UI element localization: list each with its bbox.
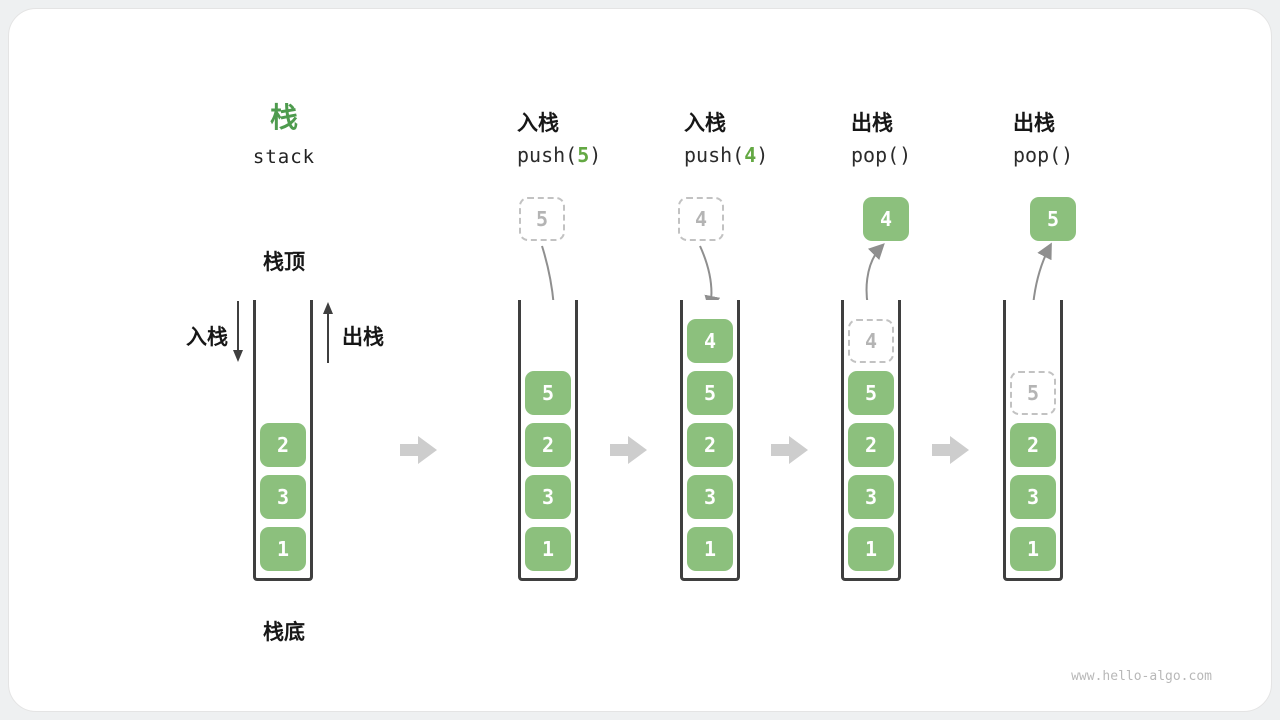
stack-cell: 1 bbox=[525, 527, 571, 571]
push-legend-label: 入栈 bbox=[186, 326, 228, 349]
stack-cell: 1 bbox=[260, 527, 306, 571]
stack-cell: 5 bbox=[848, 371, 894, 415]
code-num: 4 bbox=[744, 143, 757, 167]
stack-cell: 2 bbox=[687, 423, 733, 467]
stack-cell: 2 bbox=[260, 423, 306, 467]
pop-direction-arrow-icon bbox=[323, 302, 333, 363]
code-pre: push( bbox=[684, 143, 745, 167]
transition-arrow-icon bbox=[771, 436, 808, 464]
stack-cell: 1 bbox=[1010, 527, 1056, 571]
op-code-pop5: pop() bbox=[1013, 143, 1073, 167]
op-code-push5: push(5) bbox=[517, 143, 601, 167]
popped-value-cell: 5 bbox=[1030, 197, 1076, 241]
stack-cell: 5 bbox=[525, 371, 571, 415]
stack-top-label: 栈顶 bbox=[263, 251, 305, 274]
diagram-title-zh: 栈 bbox=[269, 102, 298, 133]
code-post: ) bbox=[756, 143, 769, 167]
stack-container-push5: 5 2 3 1 bbox=[518, 300, 578, 581]
op-code-pop4: pop() bbox=[851, 143, 911, 167]
stack-cell: 1 bbox=[848, 527, 894, 571]
op-label-push4: 入栈 bbox=[684, 112, 726, 135]
stack-container-pop5: 5 2 3 1 bbox=[1003, 300, 1063, 581]
stack-cell: 4 bbox=[687, 319, 733, 363]
stack-container-pop4: 4 5 2 3 1 bbox=[841, 300, 901, 581]
stack-cell: 3 bbox=[1010, 475, 1056, 519]
code-post: ) bbox=[1061, 143, 1074, 167]
code-pre: pop( bbox=[1013, 143, 1062, 167]
stack-container-push4: 4 5 2 3 1 bbox=[680, 300, 740, 581]
code-pre: pop( bbox=[851, 143, 900, 167]
stack-cell: 2 bbox=[1010, 423, 1056, 467]
incoming-value-cell: 4 bbox=[678, 197, 724, 241]
transition-arrow-icon bbox=[400, 436, 437, 464]
stack-cell: 2 bbox=[525, 423, 571, 467]
stack-cell: 3 bbox=[525, 475, 571, 519]
code-post: ) bbox=[899, 143, 912, 167]
stack-cell-ghost: 4 bbox=[848, 319, 894, 363]
stack-cell: 3 bbox=[687, 475, 733, 519]
stack-cell-ghost: 5 bbox=[1010, 371, 1056, 415]
op-code-push4: push(4) bbox=[684, 143, 768, 167]
transition-arrow-icon bbox=[932, 436, 969, 464]
stack-cell: 5 bbox=[687, 371, 733, 415]
op-label-pop5: 出栈 bbox=[1013, 112, 1055, 135]
stack-bottom-label: 栈底 bbox=[263, 621, 305, 644]
watermark: www.hello-algo.com bbox=[1071, 669, 1212, 684]
push-direction-arrow-icon bbox=[233, 301, 243, 362]
code-num: 5 bbox=[577, 143, 590, 167]
incoming-value-cell: 5 bbox=[519, 197, 565, 241]
stack-cell: 1 bbox=[687, 527, 733, 571]
op-label-pop4: 出栈 bbox=[851, 112, 893, 135]
pop-legend-label: 出栈 bbox=[342, 326, 384, 349]
diagram-card bbox=[8, 8, 1272, 712]
stack-container-initial: 2 3 1 bbox=[253, 300, 313, 581]
stack-cell: 3 bbox=[848, 475, 894, 519]
stack-cell: 2 bbox=[848, 423, 894, 467]
popped-value-cell: 4 bbox=[863, 197, 909, 241]
code-pre: push( bbox=[517, 143, 578, 167]
transition-arrow-icon bbox=[610, 436, 647, 464]
diagram-title-en: stack bbox=[252, 146, 316, 168]
stack-cell: 3 bbox=[260, 475, 306, 519]
code-post: ) bbox=[589, 143, 602, 167]
op-label-push5: 入栈 bbox=[517, 112, 559, 135]
